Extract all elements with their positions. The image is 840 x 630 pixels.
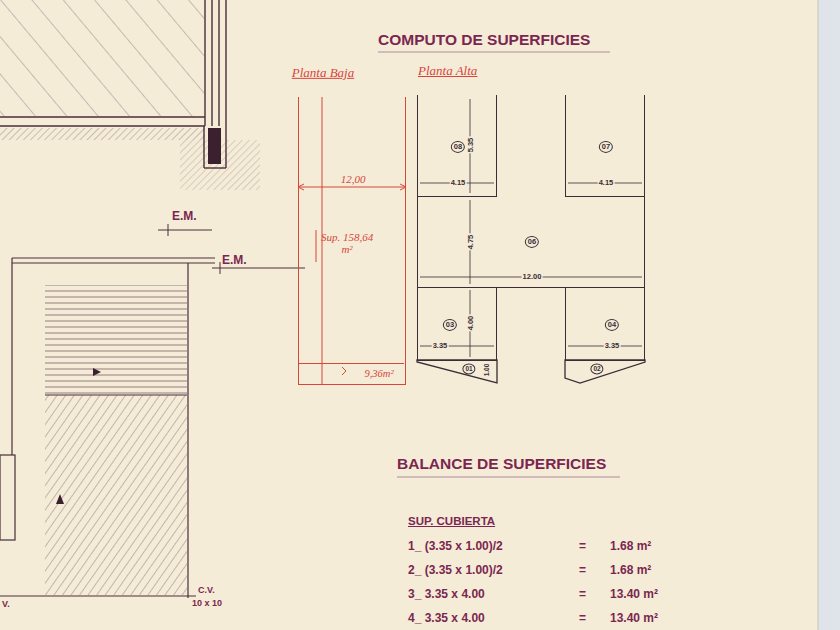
equals-cell: = (579, 588, 586, 601)
area-number: 02 (590, 363, 603, 374)
dimension-label: 3.35 (432, 342, 449, 350)
floor-heading: Planta Baja (292, 66, 354, 80)
formula-cell: 3_ 3.35 x 4.00 (408, 588, 485, 601)
area-region: 085.35 4.15 (417, 95, 497, 197)
area-note: 9,36m² (364, 368, 393, 380)
dimension-label: 1.00 (483, 363, 490, 378)
triangle-region: 011.00 (417, 360, 497, 384)
area-cell: 1.68 m² (610, 564, 651, 577)
ground-floor-outline: Planta Baja12,00Sup. 158,64 m²9,36m² (298, 97, 406, 385)
area-region: 03 4.00 3.35 (417, 287, 497, 361)
area-cell: 13.40 m² (610, 612, 658, 625)
dimension-label: 12.00 (522, 273, 543, 281)
area-number: 08 (451, 141, 465, 153)
ground-floor-strip: 9,36m² (299, 363, 404, 383)
formula-cell: 2_ (3.35 x 1.00)/2 (408, 564, 503, 577)
equals-cell: = (579, 612, 586, 625)
level-mark: E.M. (172, 210, 197, 223)
area-region: 06 4.75 12.00 (417, 196, 645, 288)
dimension-label: 4.15 (598, 179, 615, 187)
area-number: 07 (599, 141, 613, 153)
note-label: C.V. (198, 586, 215, 596)
region-outline (565, 360, 645, 384)
sheet-title: COMPUTO DE SUPERFICIES (378, 31, 590, 48)
area-cell: 13.40 m² (610, 588, 658, 601)
level-mark: E.M. (222, 254, 247, 267)
area-number: 03 (443, 319, 457, 331)
area-number: 04 (605, 319, 619, 331)
dimension-label: 4.15 (450, 179, 467, 187)
area-region: 043.35 (565, 287, 645, 361)
note-label: 10 x 10 (192, 599, 222, 609)
formula-cell: 4_ 3.35 x 4.00 (408, 612, 485, 625)
equals-cell: = (579, 540, 586, 553)
section-heading: BALANCE DE SUPERFICIES (397, 455, 606, 472)
dimension-label: 3.35 (604, 342, 621, 350)
equals-cell: = (579, 564, 586, 577)
area-number: 01 (462, 363, 475, 374)
area-number: 06 (525, 236, 539, 248)
dimension-label: 12,00 (341, 173, 366, 185)
floor-heading: Planta Alta (418, 64, 477, 78)
note-label: V. (2, 600, 10, 610)
formula-cell: 1_ (3.35 x 1.00)/2 (408, 540, 503, 553)
area-note: Sup. 158,64 m² (320, 231, 374, 255)
dimension-label: 4.00 (467, 315, 475, 332)
area-cell: 1.68 m² (610, 540, 651, 553)
dimension-label: 5.35 (467, 137, 475, 154)
dimension-label: 4.75 (467, 234, 475, 251)
table-heading: SUP. CUBIERTA (408, 515, 495, 528)
triangle-region: 02 (565, 360, 645, 384)
area-region: 074.15 (565, 95, 645, 197)
